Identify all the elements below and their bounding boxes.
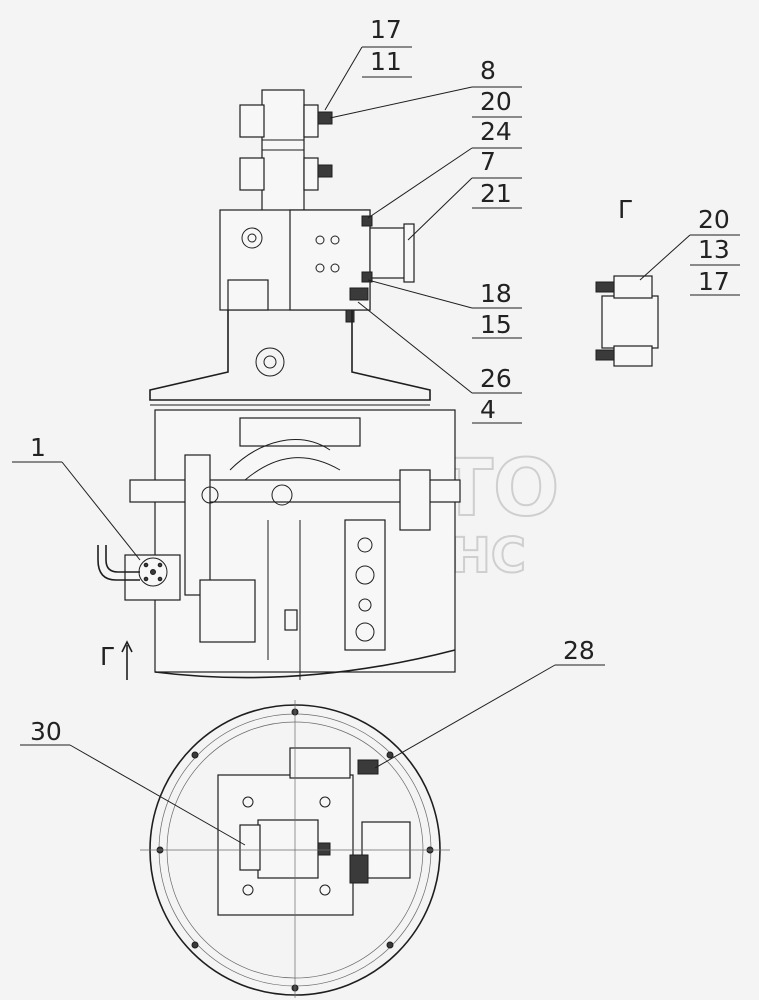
callout-labels: 17 11 8 20 24 7 21 18 15 26 4 20 13 17 1… (30, 15, 730, 746)
leader-lines (12, 46, 740, 846)
callout-20-bottom: 20 (480, 87, 512, 116)
pump-housing (129, 310, 461, 680)
callout-26-top: 26 (480, 364, 512, 393)
detail-view: Г (595, 195, 659, 367)
callout-8-top: 8 (480, 56, 496, 85)
upper-valve-stack (219, 89, 415, 323)
callout-21-bottom: 21 (480, 179, 512, 208)
callout-17-detail-bottom: 17 (698, 267, 730, 296)
callout-11-bottom: 11 (370, 47, 402, 76)
view-arrow: Г (100, 640, 133, 680)
callout-15-bottom: 15 (480, 310, 512, 339)
view-arrow-letter: Г (100, 642, 115, 671)
callout-20-detail-top: 20 (698, 205, 730, 234)
callout-7-middle: 7 (480, 147, 496, 176)
callout-4-bottom: 4 (480, 395, 496, 424)
callout-13-detail-middle: 13 (698, 235, 730, 264)
callout-18-top: 18 (480, 279, 512, 308)
callout-1: 1 (30, 433, 46, 462)
fitting-1 (97, 545, 181, 601)
bottom-view (140, 700, 450, 998)
callout-28: 28 (563, 636, 595, 665)
callout-17-top: 17 (370, 15, 402, 44)
callout-24-top: 24 (480, 117, 512, 146)
callout-30: 30 (30, 717, 62, 746)
detail-view-letter: Г (618, 195, 633, 224)
